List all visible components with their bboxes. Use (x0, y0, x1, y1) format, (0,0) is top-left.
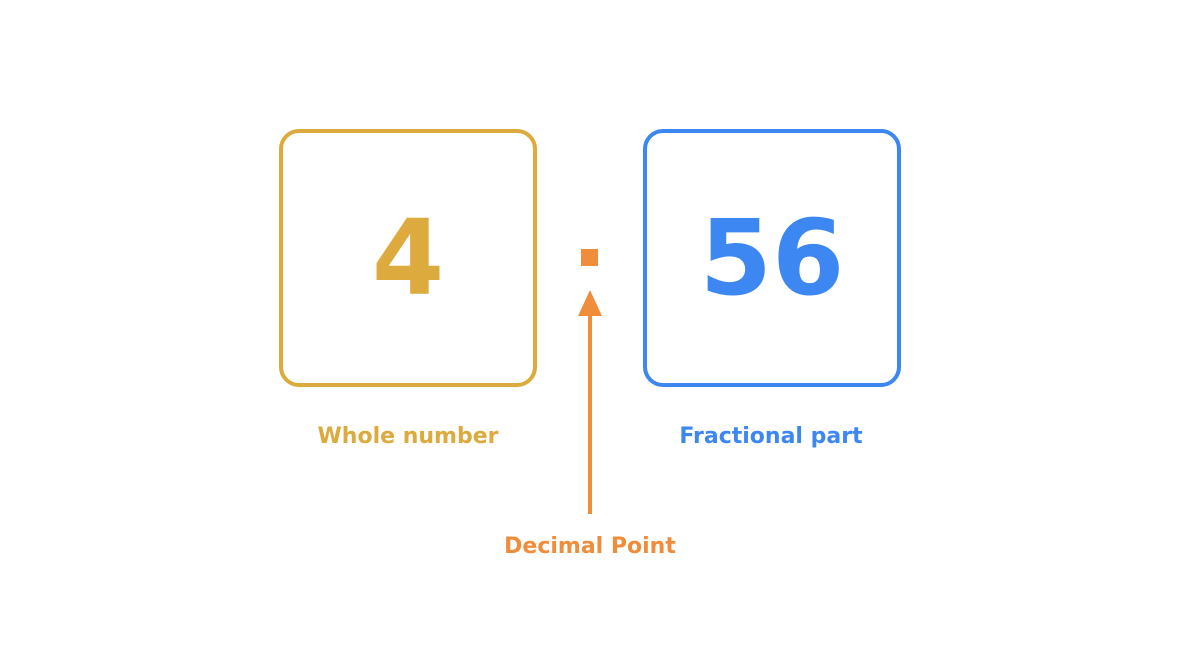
decimal-point-dot (581, 249, 598, 266)
whole-number-value: 4 (371, 197, 445, 319)
decimal-point-label: Decimal Point (504, 534, 676, 559)
fractional-part-value: 56 (699, 197, 845, 319)
fractional-part-label: Fractional part (679, 424, 863, 449)
fractional-part-box: 56 (643, 129, 901, 387)
whole-number-label: Whole number (317, 424, 499, 449)
whole-number-box: 4 (279, 129, 537, 387)
